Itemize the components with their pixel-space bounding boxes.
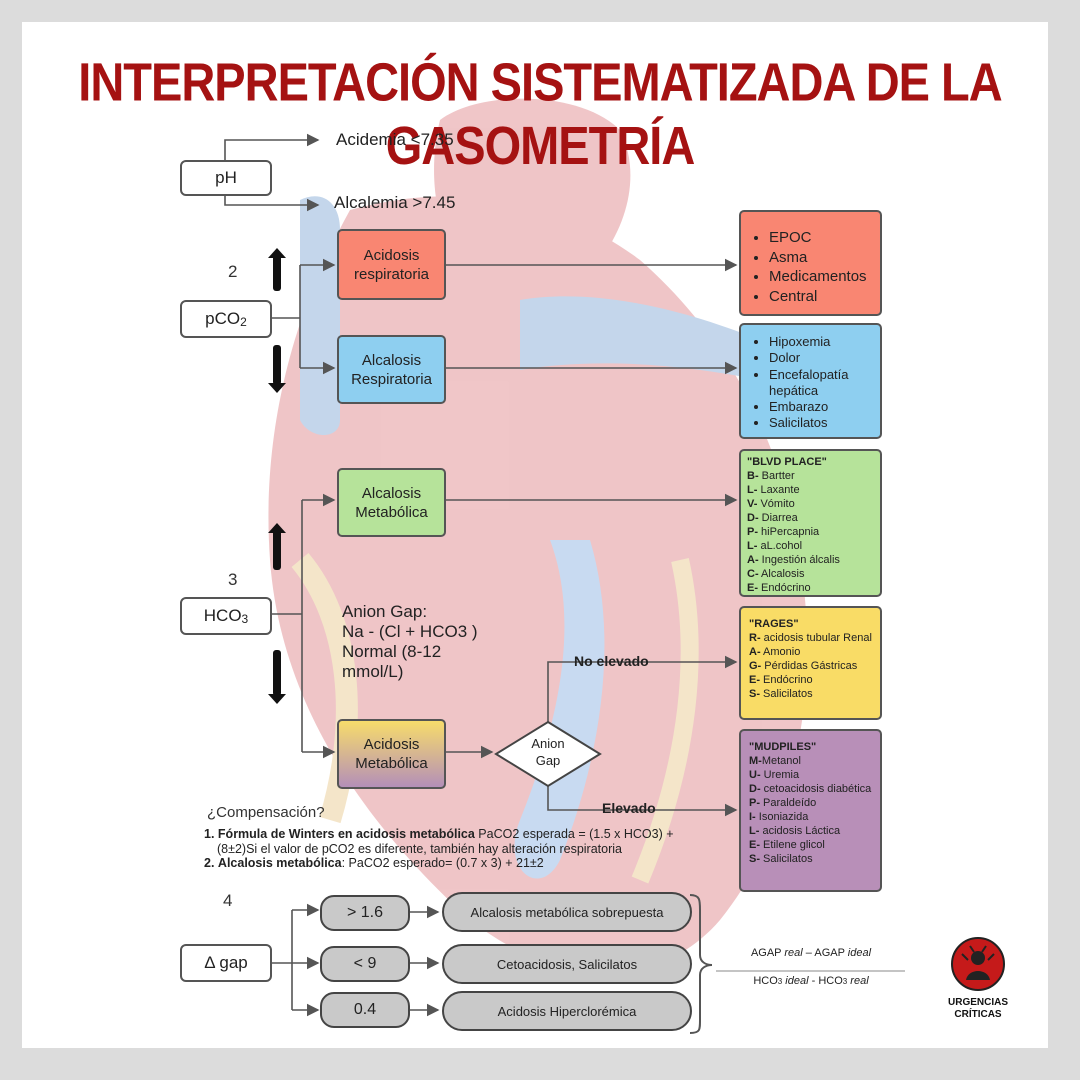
compensacion-item-1-cont: (8±2)Si el valor de pCO2 es diferente, t…	[217, 841, 622, 856]
diamond-line1: Anion	[531, 736, 565, 751]
list-item: A- Ingestión álcalis	[747, 554, 840, 566]
list-item: Dolor	[769, 350, 874, 366]
list-item: C- Alcalosis	[747, 568, 805, 580]
list-item: L- aL.cohol	[747, 540, 803, 552]
list-item: V- Vómito	[747, 498, 795, 510]
alcalemia-label: Alcalemia >7.45	[334, 193, 456, 212]
delta-value-pill: < 9	[320, 946, 410, 982]
list-item: Embarazo	[769, 399, 874, 415]
mudpiles-title: "MUDPILES"	[749, 741, 817, 753]
blvd-title: "BLVD PLACE"	[747, 456, 827, 468]
list-item: S- Salicilatos	[749, 853, 813, 865]
list-item: I- Isoniazida	[749, 811, 809, 823]
list-item: Encefalopatía hepática	[769, 367, 874, 400]
rages-title: "RAGES"	[749, 618, 799, 630]
step-3-number: 3	[228, 570, 238, 589]
diamond-line2: Gap	[535, 753, 561, 768]
alcalosis-metabolica-box: Alcalosis Metabólica	[337, 468, 446, 537]
list-item: D- cetoacidosis diabética	[749, 783, 872, 795]
acidosis-metabolica-line1: Acidosis	[363, 736, 420, 753]
list-item: L- Laxante	[747, 484, 800, 496]
acidemia-label: Acidemia <7.35	[336, 130, 454, 149]
acidosis-respiratoria-line1: Acidosis	[363, 246, 420, 264]
alcalosis-respiratoria-line2: Respiratoria	[351, 370, 432, 388]
anion-gap-note-line: Anion Gap:	[342, 602, 428, 621]
list-item: U- Uremia	[749, 769, 800, 781]
anion-gap-note-line: Normal (8-12	[342, 642, 442, 661]
anion-gap-note-line: mmol/L)	[342, 662, 404, 681]
elevado-label: Elevado	[602, 800, 656, 816]
list-item: L- acidosis Láctica	[749, 825, 841, 837]
acidosis-metabolica-line2: Metabólica	[355, 755, 428, 772]
ph-box: pH	[180, 160, 272, 196]
anion-gap-note-line: Na - (Cl + HCO3 )	[342, 622, 478, 641]
list-item: E- Endócrino	[747, 582, 811, 594]
list-item: Salicilatos	[769, 415, 874, 431]
list-item: E- Etilene glicol	[749, 839, 825, 851]
list-item: Asma	[769, 248, 874, 268]
hco3-subscript: 3	[241, 612, 249, 626]
alcalosis-respiratoria-box: Alcalosis Respiratoria	[337, 335, 446, 404]
list-item: M-Metanol	[749, 755, 801, 767]
list-item: P- Paraldeído	[749, 797, 817, 809]
compensacion-item-1: 1. Fórmula de Winters en acidosis metabó…	[204, 827, 674, 841]
alcalosis-respiratoria-line1: Alcalosis	[361, 351, 422, 369]
hco3-label: HCO	[203, 606, 242, 625]
delta-formula-numerator: AGAP real – AGAP ideal	[750, 947, 872, 959]
delta-result-pill: Cetoacidosis, Salicilatos	[442, 944, 692, 984]
anion-gap-note: Anion Gap: Na - (Cl + HCO3 ) Normal (8-1…	[342, 602, 478, 682]
compensacion-heading: ¿Compensación?	[207, 804, 325, 821]
no-elevado-label: No elevado	[574, 653, 649, 669]
step-2-number: 2	[228, 262, 238, 281]
alcalosis-metabolica-line2: Metabólica	[355, 503, 428, 521]
list-item: A- Amonio	[749, 646, 801, 658]
list-item: R- acidosis tubular Renal	[749, 632, 872, 644]
urgencias-criticas-logo: URGENCIAS CRÍTICAS	[948, 936, 1008, 1021]
alcalosis-metabolica-line1: Alcalosis	[361, 484, 422, 502]
blvd-place-box: "BLVD PLACE" B- Bartter L- Laxante V- Vó…	[739, 449, 882, 597]
anion-gap-diamond-label: Anion Gap	[508, 735, 588, 769]
alcalosis-respiratoria-causes: Hipoxemia Dolor Encefalopatía hepática E…	[739, 323, 882, 439]
acidosis-metabolica-box: Acidosis Metabólica	[337, 719, 446, 789]
delta-value-pill: > 1.6	[320, 895, 410, 931]
delta-gap-box: Δ gap	[180, 944, 272, 982]
list-item: Central	[769, 287, 874, 307]
list-item: EPOC	[769, 228, 874, 248]
delta-result-pill: Alcalosis metabólica sobrepuesta	[442, 892, 692, 932]
acidosis-respiratoria-box: Acidosis respiratoria	[337, 229, 446, 300]
list-item: Medicamentos	[769, 267, 874, 287]
list-item: S- Salicilatos	[749, 688, 813, 700]
delta-value-pill: 0.4	[320, 992, 410, 1028]
compensacion-list: 1. Fórmula de Winters en acidosis metabó…	[204, 827, 724, 871]
mudpiles-box: "MUDPILES" M-Metanol U- Uremia D- cetoac…	[739, 729, 882, 892]
list-item: E- Endócrino	[749, 674, 813, 686]
list-item: P- hiPercapnia	[747, 526, 820, 538]
acidosis-respiratoria-line2: respiratoria	[353, 265, 430, 283]
acidosis-respiratoria-causes: EPOC Asma Medicamentos Central	[739, 210, 882, 316]
pco2-subscript: 2	[240, 315, 247, 329]
logo-line2: CRÍTICAS	[954, 1009, 1002, 1020]
logo-line1: URGENCIAS	[948, 997, 1009, 1008]
compensacion-item-2: 2. Alcalosis metabólica: PaCO2 esperado=…	[204, 856, 544, 870]
delta-formula-denominator: HCO3 ideal - HCO3 real	[753, 975, 869, 987]
pco2-label: pCO	[205, 309, 241, 328]
list-item: B- Bartter	[747, 470, 795, 482]
logo-emblem-icon	[951, 937, 1005, 991]
list-item: Hipoxemia	[769, 334, 874, 350]
delta-result-pill: Acidosis Hiperclorémica	[442, 991, 692, 1031]
list-item: D- Diarrea	[747, 512, 798, 524]
list-item: G- Pérdidas Gástricas	[749, 660, 858, 672]
rages-box: "RAGES" R- acidosis tubular Renal A- Amo…	[739, 606, 882, 720]
page-title: INTERPRETACIÓN SISTEMATIZADA DE LA GASOM…	[78, 51, 1002, 176]
step-4-number: 4	[223, 891, 233, 910]
